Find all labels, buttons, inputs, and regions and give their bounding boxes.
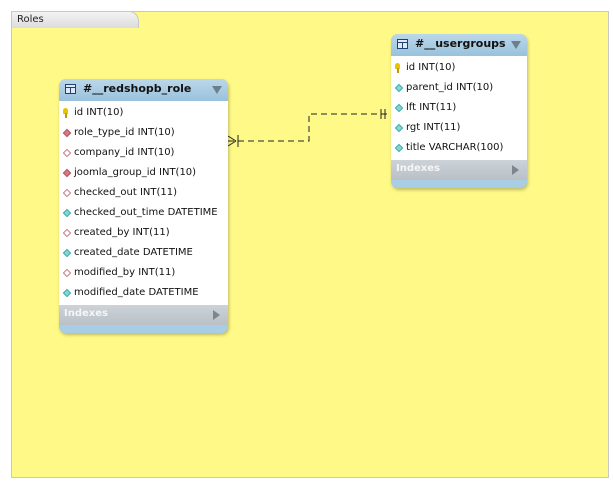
nullable-column-diamond-icon [62,188,72,198]
column-label: id INT(10) [406,62,456,73]
table-title: #__redshopb_role [83,82,192,95]
column-list: id INT(10) role_type_id INT(10) company_… [59,101,228,305]
column-row[interactable]: title VARCHAR(100) [391,138,527,158]
column-row[interactable]: company_id INT(10) [59,143,228,163]
table-header[interactable]: #__usergroups [391,34,527,56]
table-footer [59,325,228,333]
column-row[interactable]: id INT(10) [391,58,527,78]
primary-key-icon [395,63,400,73]
column-label: created_by INT(11) [74,227,170,238]
column-label: modified_by INT(11) [74,267,176,278]
table-usergroups[interactable]: #__usergroups id INT(10) parent_id INT(1… [391,34,527,188]
column-diamond-icon [394,83,404,93]
column-diamond-icon [62,288,72,298]
column-row[interactable]: created_date DATETIME [59,243,228,263]
primary-key-icon [63,108,68,118]
indexes-section[interactable]: Indexes [59,305,228,325]
column-diamond-icon [394,143,404,153]
collapse-icon[interactable] [511,41,521,49]
column-row[interactable]: joomla_group_id INT(10) [59,163,228,183]
column-label: lft INT(11) [406,102,457,113]
column-list: id INT(10) parent_id INT(10) lft INT(11)… [391,56,527,160]
nullable-column-diamond-icon [62,228,72,238]
expand-arrow-icon[interactable] [512,165,519,175]
nullable-column-diamond-icon [62,148,72,158]
column-label: created_date DATETIME [74,247,193,258]
column-label: checked_out INT(11) [74,187,178,198]
column-row[interactable]: created_by INT(11) [59,223,228,243]
column-label: checked_out_time DATETIME [74,207,218,218]
column-row[interactable]: modified_date DATETIME [59,283,228,303]
column-diamond-icon [394,103,404,113]
column-label: id INT(10) [74,107,124,118]
column-row[interactable]: lft INT(11) [391,98,527,118]
column-diamond-icon [394,123,404,133]
table-title: #__usergroups [415,37,506,50]
column-diamond-icon [62,208,72,218]
column-row[interactable]: role_type_id INT(10) [59,123,228,143]
table-footer [391,180,527,188]
column-label: modified_date DATETIME [74,287,199,298]
table-icon [65,84,76,94]
foreign-key-diamond-icon [62,168,72,178]
table-header[interactable]: #__redshopb_role [59,79,228,101]
layer-tab-roles[interactable]: Roles [11,11,139,28]
column-row[interactable]: checked_out INT(11) [59,183,228,203]
column-row[interactable]: checked_out_time DATETIME [59,203,228,223]
column-label: joomla_group_id INT(10) [74,167,197,178]
column-label: parent_id INT(10) [406,82,494,93]
table-icon [397,39,408,49]
expand-arrow-icon[interactable] [213,310,220,320]
column-row[interactable]: id INT(10) [59,103,228,123]
column-label: title VARCHAR(100) [406,142,504,153]
foreign-key-diamond-icon [62,128,72,138]
collapse-icon[interactable] [212,86,222,94]
column-row[interactable]: parent_id INT(10) [391,78,527,98]
column-row[interactable]: rgt INT(11) [391,118,527,138]
column-label: rgt INT(11) [406,122,461,133]
column-row[interactable]: modified_by INT(11) [59,263,228,283]
indexes-section[interactable]: Indexes [391,160,527,180]
indexes-label: Indexes [64,308,108,319]
table-redshopb-role[interactable]: #__redshopb_role id INT(10) role_type_id… [59,79,228,333]
column-label: role_type_id INT(10) [74,127,175,138]
column-label: company_id INT(10) [74,147,175,158]
indexes-label: Indexes [396,163,440,174]
column-diamond-icon [62,248,72,258]
nullable-column-diamond-icon [62,268,72,278]
